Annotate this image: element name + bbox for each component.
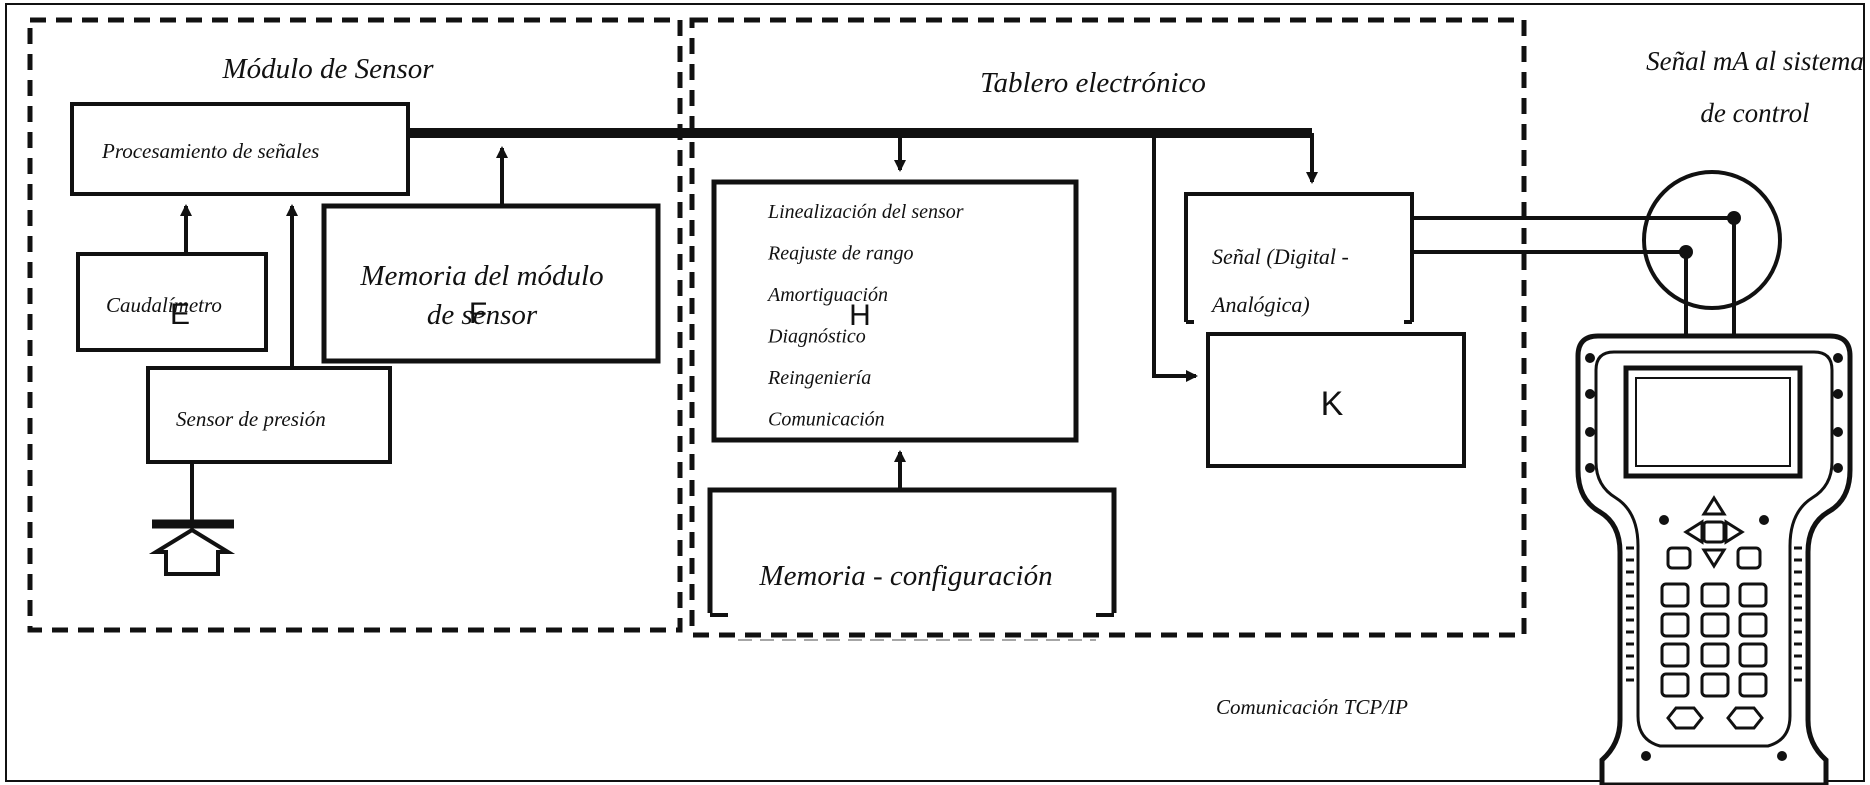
sensor-memory-letter: F: [469, 297, 487, 330]
function-item: Amortiguación: [766, 284, 888, 306]
signal-da-line2: Analógica): [1210, 292, 1310, 317]
bus-to-k-arrow: [1152, 133, 1198, 382]
sensor-module-group: [27, 17, 683, 633]
handheld-keypad: [1660, 582, 1768, 730]
function-item: Comunicación: [768, 409, 885, 431]
sensor-memory-box: [321, 203, 661, 364]
signal-da-box: [1184, 192, 1414, 322]
outer-frame: [5, 3, 1865, 782]
function-item: Linealización del sensor: [767, 201, 964, 223]
sensor-memory-line2: de sensor: [427, 299, 538, 331]
pressure-sensor-label: Sensor de presión: [176, 407, 326, 431]
functions-letter: H: [849, 299, 871, 332]
measure-circle: [1642, 170, 1782, 310]
tcp-ip-label: Comunicación TCP/IP: [1216, 695, 1408, 719]
flowmeter-label: Caudalímetro: [106, 293, 222, 317]
handheld-communicator: [1575, 333, 1853, 785]
function-item: Reajuste de rango: [767, 243, 914, 265]
functions-box: [711, 179, 1079, 443]
flowmeter-letter: E: [170, 298, 190, 331]
function-item: Reingeniería: [767, 367, 871, 389]
function-item: Diagnóstico: [767, 326, 866, 348]
k-box: [1206, 332, 1466, 468]
sensor-memory-line1: Memoria del módulo: [359, 260, 603, 292]
sensor-module-title: Módulo de Sensor: [221, 53, 434, 85]
config-memory-box: [707, 487, 1117, 613]
pressure-input-icon: [148, 527, 236, 576]
output-label-line2: de control: [1700, 98, 1809, 128]
config-memory-label: Memoria - configuración: [758, 560, 1052, 592]
signal-processing-label: Procesamiento de señales: [101, 139, 319, 163]
handheld-screen: [1623, 365, 1803, 479]
output-label-line1: Señal mA al sistema: [1646, 46, 1864, 76]
signal-processing-box: [70, 102, 410, 196]
pressure-sensor-box: [146, 366, 392, 464]
flowmeter-box: [76, 252, 268, 352]
electronic-board-group: [689, 17, 1527, 638]
k-box-label: K: [1321, 385, 1344, 423]
signal-da-line1: Señal (Digital -: [1212, 244, 1349, 269]
electronic-board-title: Tablero electrónico: [980, 67, 1206, 99]
